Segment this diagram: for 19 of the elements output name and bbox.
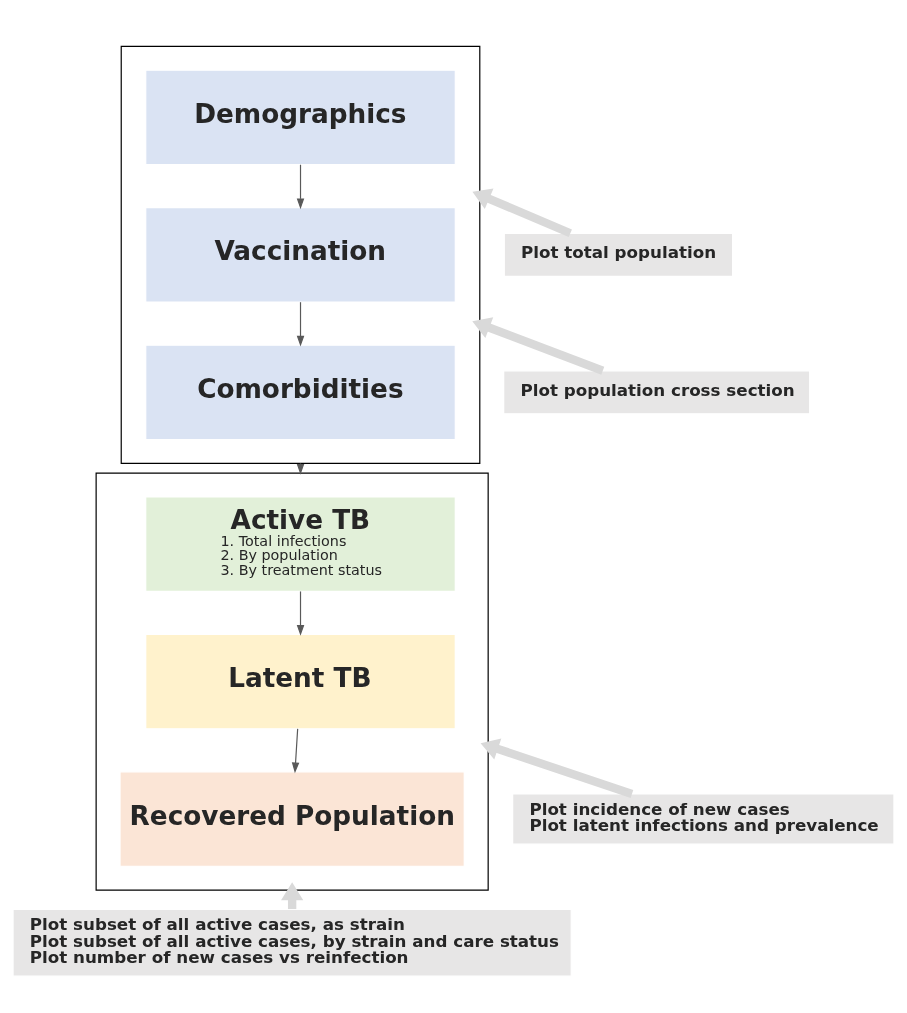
arrow [296,164,305,210]
arrow [296,301,305,347]
node-box: Plot total population [503,232,734,278]
arrow [480,738,634,798]
node-box: Latent TB [145,633,456,730]
arrow [472,317,605,375]
cluster [95,472,489,891]
arrow [291,728,300,774]
node-box: Plot incidence of new cases Plot latent infections and prevalence [512,793,895,845]
arrow [296,590,305,636]
node-box: Active TB 1. Total infections 2. By population 3. By treatment status [145,496,456,592]
node-box: Recovered Population [119,771,465,867]
node-box: Vaccination [145,207,456,303]
arrow [296,462,305,475]
arrow [472,188,572,238]
node-box: Demographics [145,69,456,166]
node-box: Plot population cross section [503,370,811,415]
node-box: Comorbidities [145,344,456,441]
node-box: Plot subset of all active cases, as strain Plot subset of all active cases, by strain and care status Plot number of new cases vs reinfection [12,908,572,977]
